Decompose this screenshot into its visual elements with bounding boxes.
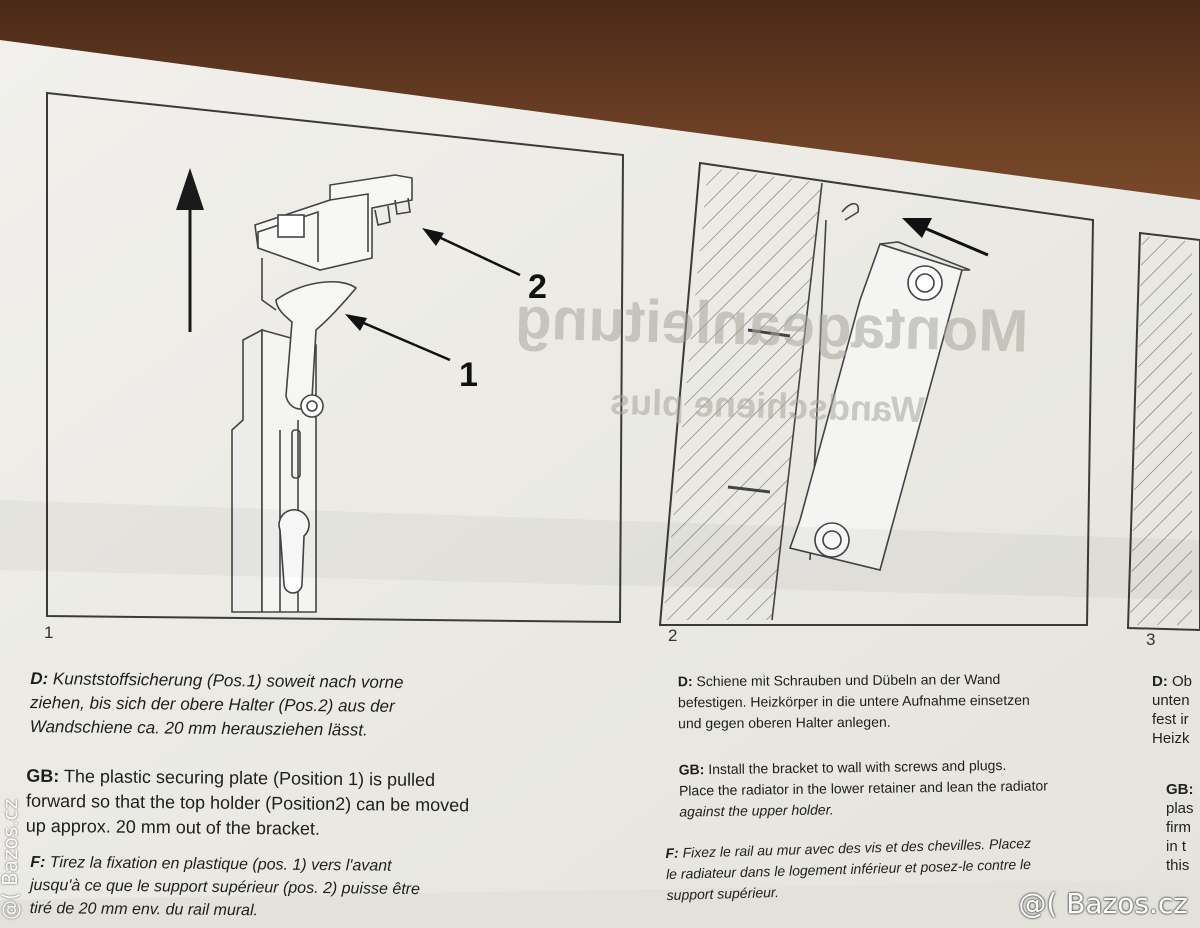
caption-3-de: D: Ob unten fest ir Heizk (1152, 673, 1193, 747)
ghost-subtitle: Wandschiene plus (609, 380, 926, 431)
figure-2-frame (658, 161, 1095, 626)
caption-2-de: D: Schiene mit Schrauben und Dübeln an d… (677, 670, 1030, 732)
caption-1-gb: GB: The plastic securing plate (Position… (25, 765, 470, 839)
caption-1-de: D: Kunststoffsicherung (Pos.1) soweit na… (29, 669, 404, 740)
figure-number-1: 1 (44, 623, 54, 642)
figure-number-3: 3 (1146, 630, 1156, 649)
caption-2-gb: GB: Install the bracket to wall with scr… (678, 757, 1048, 820)
figure-1-frame (46, 91, 625, 624)
bazos-watermark: @( Bazos.cz (1018, 887, 1188, 920)
figure-3-frame (1126, 231, 1200, 632)
figure-2-drawing (663, 168, 989, 621)
caption-3-gb: GB: plas firm in t this (1166, 781, 1194, 874)
callout-2: 2 (528, 268, 547, 306)
callout-1: 1 (459, 356, 478, 394)
ghost-title: Montageanleitung (514, 284, 1030, 365)
side-watermark: @( Bazos.cz (0, 798, 22, 920)
figure-1-drawing (176, 168, 521, 613)
figure-number-2: 2 (668, 626, 678, 645)
caption-2-fr: F: Fixez le rail au mur avec des vis et … (665, 834, 1032, 904)
caption-1-fr: F: Tirez la fixation en plastique (pos. … (29, 853, 421, 920)
